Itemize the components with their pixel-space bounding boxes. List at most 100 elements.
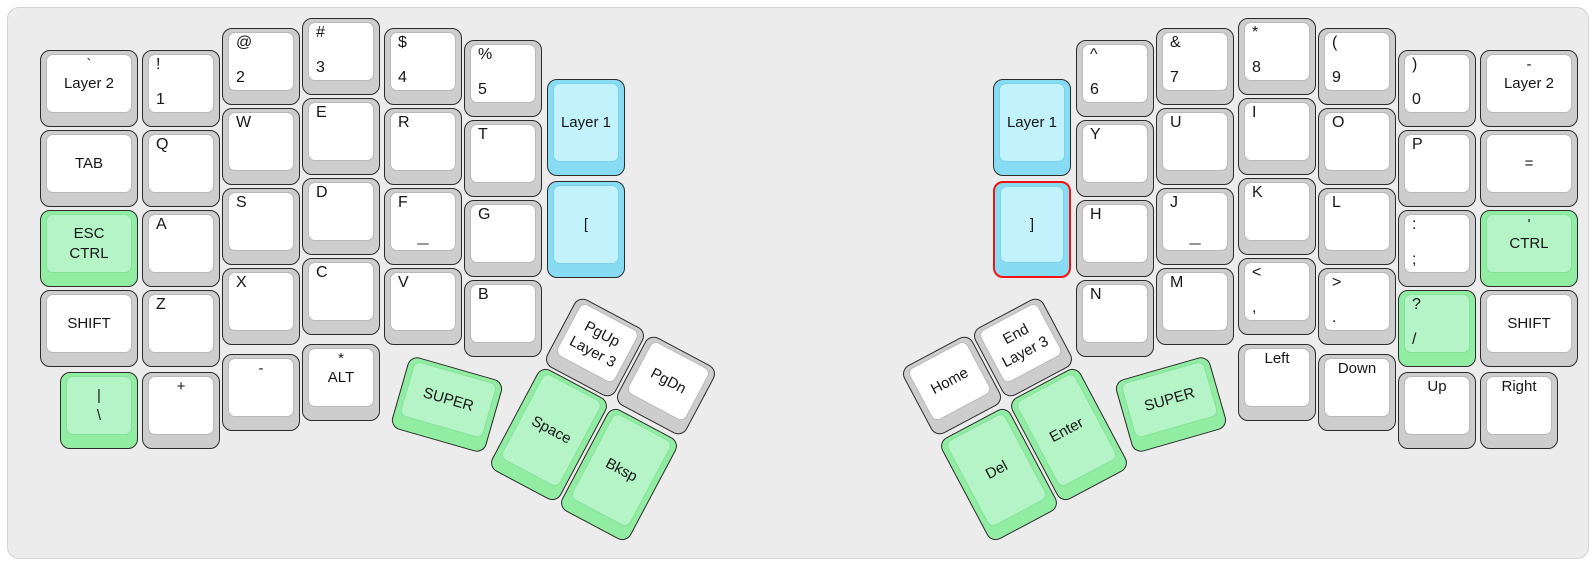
key-grave-layer2-left[interactable]: `Layer 2	[40, 50, 138, 127]
key-alt-label: ALT	[327, 368, 355, 386]
key-grave-layer2-left-cap: `Layer 2	[46, 54, 132, 113]
key-quote-ctrl-cap: 'CTRL	[1486, 214, 1572, 273]
key-shift-right[interactable]: SHIFT	[1480, 290, 1578, 367]
key-minus-left[interactable]: -	[222, 354, 300, 431]
key-z-label: Z	[156, 296, 166, 313]
key-open-bracket[interactable]: [	[547, 181, 625, 278]
key-k-label: K	[1252, 184, 1263, 201]
key-6[interactable]: ^6	[1076, 40, 1154, 117]
key-open-bracket-cap: [	[553, 185, 619, 264]
key-quote-ctrl-label: '	[1527, 216, 1531, 233]
key-shift-left[interactable]: SHIFT	[40, 290, 138, 367]
key-2-cap: @2	[228, 32, 294, 91]
key-2[interactable]: @2	[222, 28, 300, 105]
key-u-label: U	[1170, 114, 1182, 131]
key-v[interactable]: V	[384, 268, 462, 345]
key-7-cap: &7	[1162, 32, 1228, 91]
key-period[interactable]: >.	[1318, 268, 1396, 345]
key-7[interactable]: &7	[1156, 28, 1234, 105]
key-s-label: S	[236, 194, 247, 211]
key-plus[interactable]: +	[142, 372, 220, 449]
key-w[interactable]: W	[222, 108, 300, 185]
key-down-arrow[interactable]: Down	[1318, 354, 1396, 431]
key-q[interactable]: Q	[142, 130, 220, 207]
key-right-arrow[interactable]: Right	[1480, 372, 1558, 449]
key-8[interactable]: *8	[1238, 18, 1316, 95]
key-alt-cap: *ALT	[308, 348, 374, 407]
key-k[interactable]: K	[1238, 178, 1316, 255]
key-pipe-backslash[interactable]: | \	[60, 372, 138, 449]
key-e-cap: E	[308, 102, 374, 161]
key-r[interactable]: R	[384, 108, 462, 185]
key-x-label: X	[236, 274, 247, 291]
key-j-homing-bar	[1189, 242, 1201, 245]
key-3-label: 3	[316, 59, 325, 76]
key-esc-ctrl[interactable]: ESC CTRL	[40, 210, 138, 287]
key-i[interactable]: I	[1238, 98, 1316, 175]
key-p[interactable]: P	[1398, 130, 1476, 207]
key-j[interactable]: J	[1156, 188, 1234, 265]
key-z[interactable]: Z	[142, 290, 220, 367]
key-3-cap: #3	[308, 22, 374, 81]
key-b-label: B	[478, 286, 489, 303]
key-f-homing-bar	[417, 242, 429, 245]
key-s-cap: S	[228, 192, 294, 251]
key-tab[interactable]: TAB	[40, 130, 138, 207]
key-up-arrow-label: Up	[1427, 378, 1447, 395]
key-5[interactable]: %5	[464, 40, 542, 117]
key-alt[interactable]: *ALT	[302, 344, 380, 421]
key-semicolon[interactable]: :;	[1398, 210, 1476, 287]
key-h[interactable]: H	[1076, 200, 1154, 277]
key-a[interactable]: A	[142, 210, 220, 287]
key-m[interactable]: M	[1156, 268, 1234, 345]
key-1-cap: !1	[148, 54, 214, 113]
key-3-label: #	[316, 24, 325, 41]
key-n-cap: N	[1082, 284, 1148, 343]
key-7-label: &	[1170, 34, 1181, 51]
key-quote-ctrl[interactable]: 'CTRL	[1480, 210, 1578, 287]
key-close-bracket-cap: ]	[1000, 186, 1064, 263]
key-minus-layer2-right[interactable]: -Layer 2	[1480, 50, 1578, 127]
key-4[interactable]: $4	[384, 28, 462, 105]
key-t[interactable]: T	[464, 120, 542, 197]
key-f[interactable]: F	[384, 188, 462, 265]
key-9[interactable]: (9	[1318, 28, 1396, 105]
key-layer1-right[interactable]: Layer 1	[993, 79, 1071, 176]
key-0[interactable]: )0	[1398, 50, 1476, 127]
key-x[interactable]: X	[222, 268, 300, 345]
key-3[interactable]: #3	[302, 18, 380, 95]
key-q-label: Q	[156, 136, 169, 153]
key-s[interactable]: S	[222, 188, 300, 265]
key-1[interactable]: !1	[142, 50, 220, 127]
key-u[interactable]: U	[1156, 108, 1234, 185]
key-y[interactable]: Y	[1076, 120, 1154, 197]
key-up-arrow[interactable]: Up	[1398, 372, 1476, 449]
key-equals[interactable]: =	[1480, 130, 1578, 207]
key-slash[interactable]: ?/	[1398, 290, 1476, 367]
key-close-bracket[interactable]: ]	[993, 181, 1071, 278]
key-e[interactable]: E	[302, 98, 380, 175]
key-8-cap: *8	[1244, 22, 1310, 81]
key-i-label: I	[1252, 104, 1257, 121]
key-c[interactable]: C	[302, 258, 380, 335]
key-comma[interactable]: <,	[1238, 258, 1316, 335]
key-n[interactable]: N	[1076, 280, 1154, 357]
key-layer1-left[interactable]: Layer 1	[547, 79, 625, 176]
key-w-cap: W	[228, 112, 294, 171]
key-d[interactable]: D	[302, 178, 380, 255]
key-a-label: A	[156, 216, 167, 233]
key-period-label: .	[1332, 309, 1337, 326]
key-e-label: E	[316, 104, 327, 121]
key-2-label: @	[236, 34, 253, 51]
key-minus-layer2-right-label: Layer 2	[1503, 74, 1555, 92]
key-g[interactable]: G	[464, 200, 542, 277]
key-b[interactable]: B	[464, 280, 542, 357]
key-c-label: C	[316, 264, 328, 281]
key-g-cap: G	[470, 204, 536, 263]
key-o[interactable]: O	[1318, 108, 1396, 185]
key-l[interactable]: L	[1318, 188, 1396, 265]
key-left-arrow[interactable]: Left	[1238, 344, 1316, 421]
key-7-label: 7	[1170, 69, 1179, 86]
key-c-cap: C	[308, 262, 374, 321]
key-p-label: P	[1412, 136, 1423, 153]
